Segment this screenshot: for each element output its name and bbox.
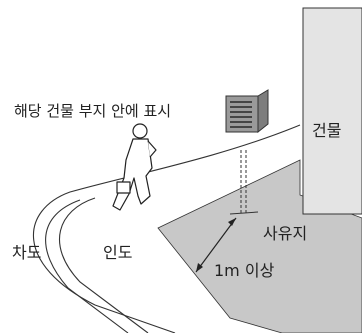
private-land-label: 사유지 [263, 224, 307, 243]
building-shape [302, 7, 362, 215]
caption-text: 해당 건물 부지 안에 표시 [14, 102, 171, 120]
distance-label: 1m 이상 [214, 261, 275, 280]
distance-arrowhead-top [228, 218, 236, 226]
distance-arrow [195, 217, 237, 273]
sign-post-base [229, 211, 259, 215]
pedestrian-figure [112, 123, 157, 211]
sidewalk-outer-edge [32, 124, 301, 333]
road-curb-inner [45, 199, 129, 333]
distance-arrowhead-bottom [196, 263, 203, 272]
road-curb-edge [58, 197, 149, 333]
building-label: 건물 [312, 121, 341, 140]
sign-board-side [257, 89, 269, 134]
sign-board-text-marks [230, 101, 252, 128]
roadway-label: 차도 [12, 243, 41, 262]
sidewalk-label: 인도 [103, 243, 132, 262]
